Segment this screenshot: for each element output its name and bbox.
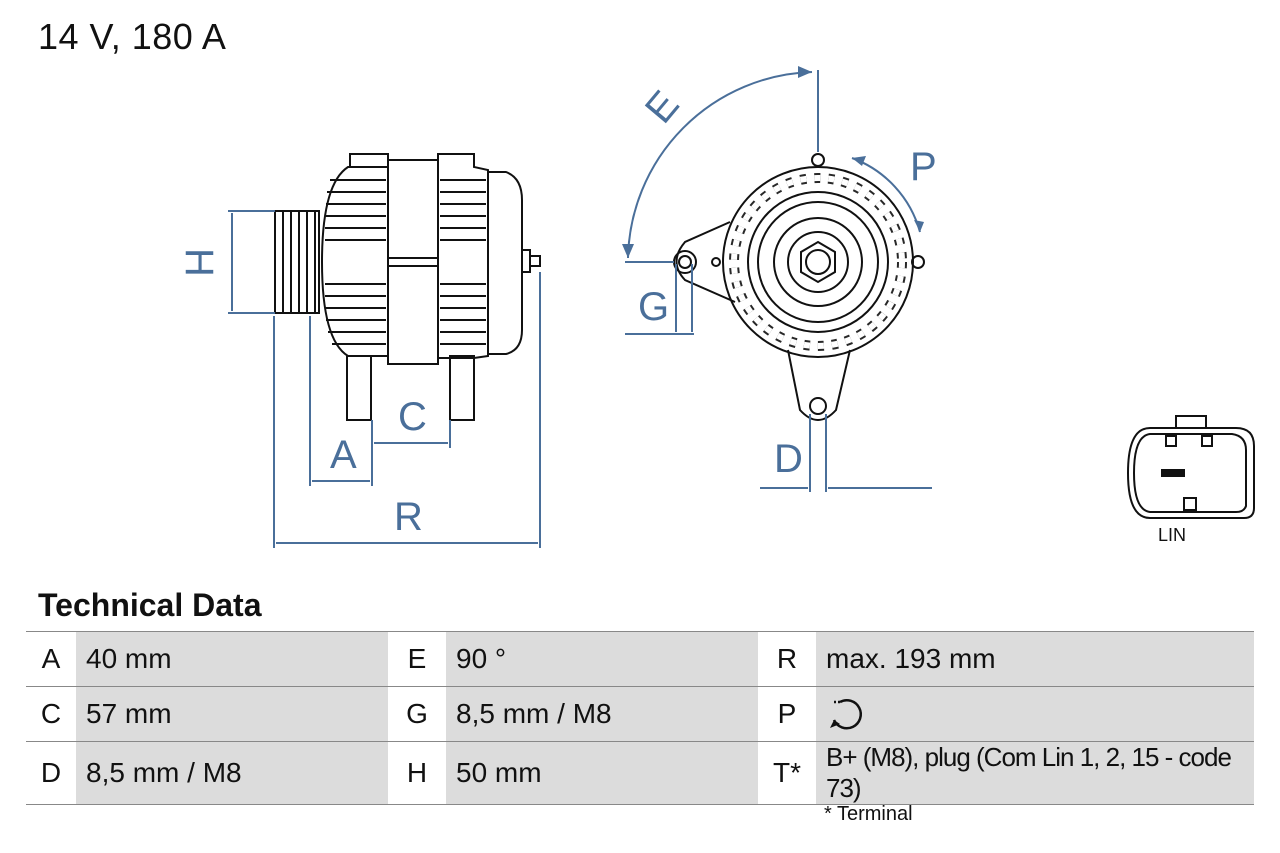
spec-value-rotation xyxy=(816,686,1254,742)
spec-key: T* xyxy=(758,741,816,805)
spec-value: 40 mm xyxy=(76,631,388,687)
mount-foot-front xyxy=(346,355,372,421)
spec-key: D xyxy=(26,741,76,805)
spec-value: 50 mm xyxy=(446,741,758,805)
dim-label-p: P xyxy=(910,145,937,189)
angle-arc-e xyxy=(627,71,813,259)
mount-foot-rear xyxy=(449,355,475,421)
spec-value: 8,5 mm / M8 xyxy=(446,686,758,742)
spec-value: max. 193 mm xyxy=(816,631,1254,687)
table-row: C 57 mm G 8,5 mm / M8 P xyxy=(26,686,1254,742)
dim-label-h: H xyxy=(177,248,221,277)
front-housing xyxy=(320,166,389,357)
spec-key: E xyxy=(388,631,446,687)
side-dimensions xyxy=(228,210,541,548)
dim-label-e: E xyxy=(637,83,688,132)
stator xyxy=(387,159,439,365)
front-dimensions xyxy=(622,66,932,492)
spec-key: H xyxy=(388,741,446,805)
dim-label-a: A xyxy=(330,433,357,477)
footnote: * Terminal xyxy=(824,803,913,825)
spec-value: B+ (M8), plug (Com Lin 1, 2, 15 - code 7… xyxy=(816,741,1254,805)
spec-key: P xyxy=(758,686,816,742)
dim-label-g: G xyxy=(638,285,669,329)
side-view xyxy=(274,153,541,421)
dim-label-d: D xyxy=(774,437,803,481)
front-fins xyxy=(325,179,386,345)
rear-fins xyxy=(440,179,486,345)
alternator-diagram: H A C R xyxy=(177,66,1255,548)
spec-key: C xyxy=(26,686,76,742)
outer-housing xyxy=(722,166,914,358)
spec-value: 57 mm xyxy=(76,686,388,742)
spec-key: R xyxy=(758,631,816,687)
technical-data-heading: Technical Data xyxy=(38,587,262,623)
dim-label-r: R xyxy=(394,495,423,539)
center-nut xyxy=(800,240,836,284)
spec-value: 90 ° xyxy=(446,631,758,687)
spec-key: G xyxy=(388,686,446,742)
lin-connector xyxy=(1126,415,1255,519)
connector-label: LIN xyxy=(1158,525,1187,545)
rear-cap xyxy=(487,171,523,355)
dim-label-c: C xyxy=(398,395,427,439)
bottom-mount-ear xyxy=(787,349,851,421)
clockwise-rotation-icon xyxy=(830,699,862,730)
front-view xyxy=(673,153,925,421)
left-mount-ear xyxy=(675,221,736,303)
table-row: D 8,5 mm / M8 H 50 mm T* B+ (M8), plug (… xyxy=(26,741,1254,805)
technical-data-table: A 40 mm E 90 ° R max. 193 mm C 57 mm G 8… xyxy=(26,631,1254,805)
spec-value: 8,5 mm / M8 xyxy=(76,741,388,805)
vent-slots xyxy=(729,173,907,351)
table-row: A 40 mm E 90 ° R max. 193 mm xyxy=(26,631,1254,687)
product-title: 14 V, 180 A xyxy=(38,16,227,57)
spec-key: A xyxy=(26,631,76,687)
rear-housing xyxy=(437,153,489,359)
pulley xyxy=(274,210,320,314)
